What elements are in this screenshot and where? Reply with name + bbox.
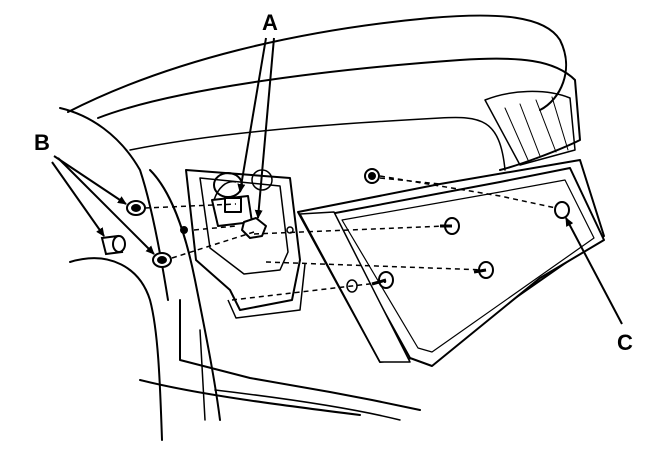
taillight-lens — [329, 167, 605, 367]
leader-b-lower — [57, 157, 155, 255]
lamp-mounting-recess — [180, 168, 380, 319]
body-side-mid — [149, 169, 221, 421]
taillight-assembly — [297, 159, 605, 367]
callout-c: C — [617, 330, 633, 355]
bumper-lower — [139, 379, 361, 416]
leader-a-left — [237, 37, 267, 193]
recess-pin — [180, 226, 188, 234]
dash-stud-ll — [231, 281, 387, 301]
socket-square — [224, 197, 242, 213]
lens-inner-edge — [341, 179, 595, 353]
callout-leaders — [51, 37, 623, 325]
bumper-sweep — [69, 257, 163, 441]
nut-lower — [152, 252, 172, 268]
leader-c — [565, 217, 623, 325]
rear-glass-outline — [97, 57, 581, 171]
dash-stud-right — [379, 175, 557, 209]
alignment-lines — [144, 175, 557, 301]
vehicle-body — [59, 14, 581, 441]
dash-stud-mid — [265, 261, 487, 271]
body-grommet — [364, 168, 380, 184]
callout-a: A — [262, 10, 278, 35]
dash-nut-upper — [144, 203, 237, 209]
nut-upper — [126, 200, 146, 216]
socket-hex — [241, 217, 267, 239]
trunk-edge — [129, 116, 506, 171]
recess-lower-step — [227, 263, 306, 319]
socket-hole-left — [213, 172, 243, 198]
leader-b-upper — [53, 155, 127, 205]
upper-body-curve — [67, 14, 568, 113]
flange-nuts — [100, 200, 172, 268]
leader-b-left — [51, 161, 105, 237]
callout-b: B — [34, 130, 50, 155]
lower-body-contour — [179, 299, 421, 411]
stud-right — [554, 201, 570, 219]
recess-outer — [185, 169, 301, 311]
body-side-upper — [59, 107, 169, 301]
rear-glass-inner — [484, 90, 576, 166]
nut-left — [100, 234, 126, 256]
recess-inner — [199, 177, 289, 275]
leader-a-right — [254, 37, 275, 219]
